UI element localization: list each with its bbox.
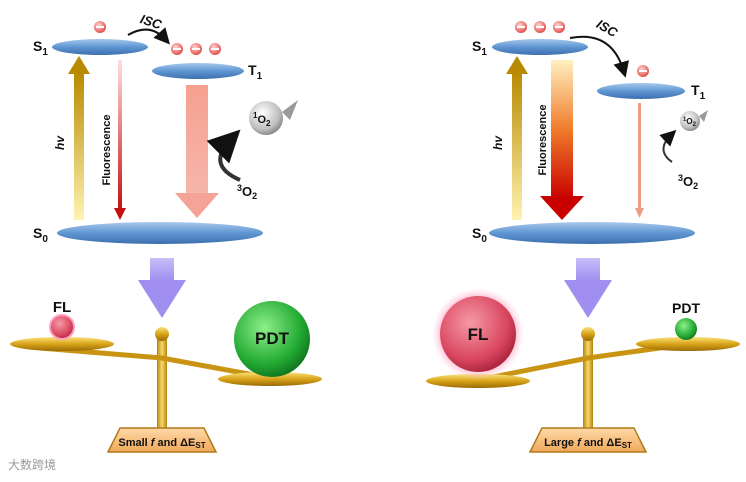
triplet-oxygen-label: 3O2 bbox=[678, 173, 698, 191]
t1-level bbox=[597, 83, 685, 99]
isc-label: ISC bbox=[138, 11, 164, 32]
s0-label: S0 bbox=[33, 225, 48, 245]
pdt-ball bbox=[675, 318, 697, 340]
s1-electron bbox=[94, 21, 106, 33]
fl-label: FL bbox=[468, 325, 489, 344]
right-panel: S1 T1 S0 ISC hv Fluorescence 1O2 bbox=[426, 16, 740, 453]
isc-arrow bbox=[127, 27, 170, 45]
watermark: 大数跨境 bbox=[8, 458, 57, 472]
pdt-ball bbox=[234, 301, 310, 377]
fl-label: FL bbox=[53, 299, 71, 316]
base-label: Large f and ΔEST bbox=[544, 437, 632, 450]
hv-label: hv bbox=[491, 135, 505, 150]
fluorescence-label: Fluorescence bbox=[101, 115, 113, 186]
excitation-arrow bbox=[68, 56, 90, 220]
s0-level bbox=[489, 222, 695, 244]
isc-arrow bbox=[569, 35, 629, 78]
t1-electrons bbox=[171, 43, 221, 55]
triplet-oxygen-label: 3O2 bbox=[237, 183, 257, 201]
pdt-label: PDT bbox=[255, 329, 290, 348]
fl-ball bbox=[440, 296, 516, 372]
isc-label: ISC bbox=[594, 16, 621, 40]
s1-level bbox=[52, 39, 148, 55]
s0-level bbox=[57, 222, 263, 244]
t1-level bbox=[152, 63, 244, 79]
t1-label: T1 bbox=[691, 82, 706, 102]
result-down-arrow bbox=[138, 258, 186, 318]
pdt-label: PDT bbox=[672, 300, 700, 316]
left-panel: S1 T1 S0 ISC hv Fluorescence bbox=[10, 11, 322, 453]
s1-label: S1 bbox=[33, 38, 48, 58]
t1-label: T1 bbox=[248, 62, 263, 82]
fl-ball bbox=[49, 314, 75, 340]
balance-scale bbox=[10, 327, 322, 453]
energy-transfer-arrow bbox=[206, 129, 241, 182]
fluorescence-arrow bbox=[540, 60, 584, 220]
s1-label: S1 bbox=[472, 38, 487, 58]
singlet-oxygen-ball bbox=[680, 110, 708, 131]
excitation-arrow bbox=[506, 56, 528, 220]
s0-label: S0 bbox=[472, 225, 487, 245]
balance-scale bbox=[426, 327, 740, 453]
fluorescence-label: Fluorescence bbox=[537, 105, 549, 176]
singlet-oxygen-label: 1O2 bbox=[253, 111, 271, 128]
s1-electrons bbox=[515, 21, 565, 33]
t1-electron bbox=[637, 65, 649, 77]
fluorescence-arrow bbox=[114, 60, 126, 220]
hv-label: hv bbox=[53, 135, 67, 150]
phosphorescence-arrow bbox=[635, 103, 644, 218]
s1-level bbox=[492, 39, 588, 55]
base-label: Small f and ΔEST bbox=[118, 437, 205, 450]
singlet-oxygen-ball bbox=[249, 100, 298, 135]
singlet-oxygen-label: 1O2 bbox=[683, 117, 697, 128]
energy-transfer-arrow bbox=[659, 129, 677, 163]
phosphorescence-arrow bbox=[175, 85, 219, 218]
result-down-arrow bbox=[564, 258, 612, 318]
